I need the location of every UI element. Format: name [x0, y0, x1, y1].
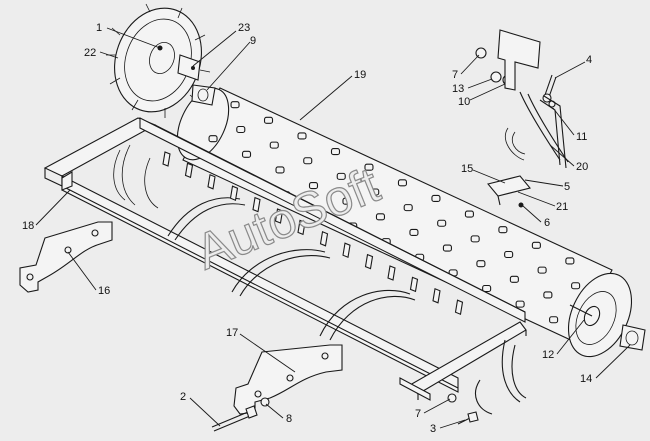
roller-stud [431, 194, 441, 202]
bearing-plate [619, 324, 646, 351]
callout-14: 14 [580, 373, 592, 385]
right-side-plate [233, 344, 343, 415]
frame-tine [297, 219, 306, 236]
frame-tine [252, 196, 261, 213]
roller-stud [565, 257, 575, 265]
roller-stud [241, 150, 252, 158]
roller-stud [482, 284, 492, 293]
roller-stud [531, 241, 541, 249]
roller-stud [336, 172, 346, 180]
callout-13: 13 [452, 83, 464, 95]
callout-labels: 1 22 23 9 19 7 13 10 4 11 20 15 5 21 6 1… [22, 22, 592, 435]
roller-stud [437, 219, 447, 227]
roller-stud [370, 188, 380, 196]
frame-tine [162, 151, 171, 167]
frame-tine [409, 276, 419, 293]
roller-stud [364, 163, 374, 171]
callout-9: 9 [250, 35, 256, 47]
callout-22: 22 [84, 47, 96, 59]
roller-stud [263, 116, 274, 124]
callout-2: 2 [180, 391, 186, 403]
frame-tine [454, 299, 464, 315]
roller-stud [303, 157, 313, 165]
frame-tine [274, 208, 284, 224]
callout-19: 19 [354, 69, 366, 81]
roller-stud [308, 182, 319, 190]
roller-stud [498, 226, 508, 234]
roller-stud [537, 266, 547, 274]
roller-stud [442, 244, 452, 252]
roller-stud [509, 275, 519, 283]
callout-21: 21 [556, 201, 568, 213]
roller-stud [464, 210, 474, 218]
roller-stud [543, 291, 553, 299]
frame-tine [229, 185, 239, 201]
callout-11: 11 [576, 131, 587, 143]
frame-tine [319, 231, 329, 247]
roller-stud [515, 300, 525, 308]
frame-tine [207, 174, 216, 190]
roller-end-disc [567, 272, 633, 358]
callout-3: 3 [430, 423, 436, 435]
roller-stud [476, 260, 486, 268]
callout-23: 23 [238, 22, 250, 34]
frame-tine [387, 265, 396, 281]
callout-10: 10 [458, 96, 470, 108]
roller-stud [397, 179, 408, 187]
callout-7-top: 7 [452, 69, 458, 81]
roller-stud [269, 141, 279, 149]
scraper-bracket [487, 29, 569, 206]
callout-16: 16 [98, 285, 110, 297]
callout-20: 20 [576, 161, 588, 173]
roller-stud [230, 101, 240, 109]
callout-8: 8 [286, 413, 292, 425]
callout-6: 6 [544, 217, 550, 229]
roller-stud [470, 235, 480, 243]
frame-tine [432, 288, 441, 304]
roller-stud [236, 125, 246, 134]
left-side-plate [19, 221, 113, 293]
roller-stud [275, 166, 285, 174]
frame-tine [364, 253, 374, 270]
frame-tine-row [162, 151, 464, 315]
callout-12: 12 [542, 349, 554, 361]
callout-15: 15 [461, 163, 473, 175]
hub-bracket [177, 54, 216, 106]
callout-7-bottom: 7 [415, 408, 421, 420]
frame-tine [184, 162, 194, 179]
frame-tine [342, 242, 351, 258]
callout-17: 17 [226, 327, 238, 339]
roller-stud [342, 197, 352, 205]
callout-1: 1 [96, 22, 102, 34]
callout-18: 18 [22, 220, 34, 232]
main-frame [43, 117, 527, 415]
roller-stud [504, 250, 514, 259]
roller-stud [549, 316, 559, 324]
roller-stud [571, 282, 581, 290]
leader-lines [35, 27, 631, 429]
roller-stud [375, 213, 386, 221]
callout-5: 5 [564, 181, 570, 193]
roller-stud [297, 132, 307, 140]
roller-stud [409, 228, 419, 236]
callout-4: 4 [586, 54, 592, 66]
roller-stud [403, 204, 413, 212]
roller-stud [208, 135, 218, 143]
roller-stud [330, 148, 341, 156]
